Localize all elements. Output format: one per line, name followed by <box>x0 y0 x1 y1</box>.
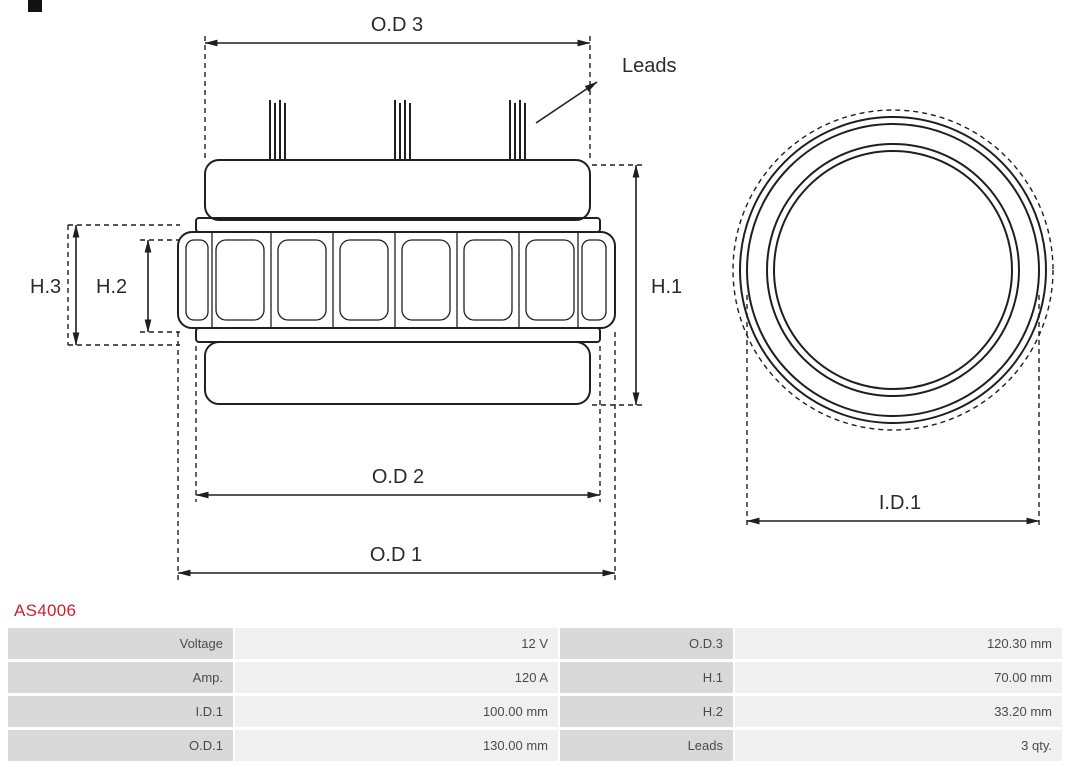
dimension-od1: O.D 1 <box>177 332 616 580</box>
dim-label-h2: H.2 <box>96 276 127 298</box>
spec-label: H.2 <box>560 696 733 727</box>
corner-watermark-mark <box>28 0 42 12</box>
bottom-flange-band <box>195 327 601 343</box>
dimension-id1: I.D.1 <box>746 295 1040 528</box>
dim-label-id1: I.D.1 <box>879 492 921 514</box>
lead-group-right <box>509 100 526 160</box>
dimension-h2: H.2 <box>96 239 180 333</box>
spec-value: 100.00 mm <box>235 696 558 727</box>
spec-table: Voltage 12 V O.D.3 120.30 mm Amp. 120 A … <box>8 628 1062 761</box>
outer-circle-2 <box>746 123 1040 417</box>
part-number: AS4006 <box>14 601 77 620</box>
spec-value: 120 A <box>235 662 558 693</box>
stator-front-view <box>732 109 1054 431</box>
leads-label: Leads <box>622 55 677 77</box>
spec-value: 70.00 mm <box>735 662 1062 693</box>
dim-label-od1: O.D 1 <box>370 544 422 566</box>
lead-wires <box>269 100 526 160</box>
spec-value: 130.00 mm <box>235 730 558 761</box>
spec-label: Leads <box>560 730 733 761</box>
core-slots <box>185 233 607 327</box>
spec-label: I.D.1 <box>8 696 233 727</box>
bottom-winding-cap <box>204 341 591 405</box>
dim-label-od2: O.D 2 <box>372 466 424 488</box>
dimension-h3: H.3 <box>30 224 180 346</box>
spec-label: O.D.1 <box>8 730 233 761</box>
spec-label: O.D.3 <box>560 628 733 659</box>
spec-value: 3 qty. <box>735 730 1062 761</box>
dimension-od3: O.D 3 <box>204 14 591 158</box>
leads-callout: Leads <box>535 55 677 124</box>
outer-dashed-circle <box>732 109 1054 431</box>
dim-label-h3: H.3 <box>30 276 61 298</box>
spec-value: 12 V <box>235 628 558 659</box>
lead-group-middle <box>394 100 411 160</box>
stator-side-view <box>177 100 616 405</box>
dim-label-od3: O.D 3 <box>371 14 423 36</box>
dimension-od2: O.D 2 <box>195 346 601 502</box>
spec-label: Voltage <box>8 628 233 659</box>
lamination-core <box>177 231 616 329</box>
spec-value: 33.20 mm <box>735 696 1062 727</box>
dim-label-h1: H.1 <box>651 276 682 298</box>
spec-label: H.1 <box>560 662 733 693</box>
inner-circle-1 <box>766 143 1020 397</box>
spec-value: 120.30 mm <box>735 628 1062 659</box>
stator-technical-drawing: O.D 3 Leads H.1 H.3 <box>30 14 1054 580</box>
lead-group-left <box>269 100 286 160</box>
spec-label: Amp. <box>8 662 233 693</box>
outer-circle-1 <box>739 116 1047 424</box>
stator-diagram-svg: O.D 3 Leads H.1 H.3 <box>30 14 1054 580</box>
inner-circle-2 <box>773 150 1013 390</box>
dimension-h1: H.1 <box>592 164 682 406</box>
top-winding-cap <box>204 159 591 221</box>
